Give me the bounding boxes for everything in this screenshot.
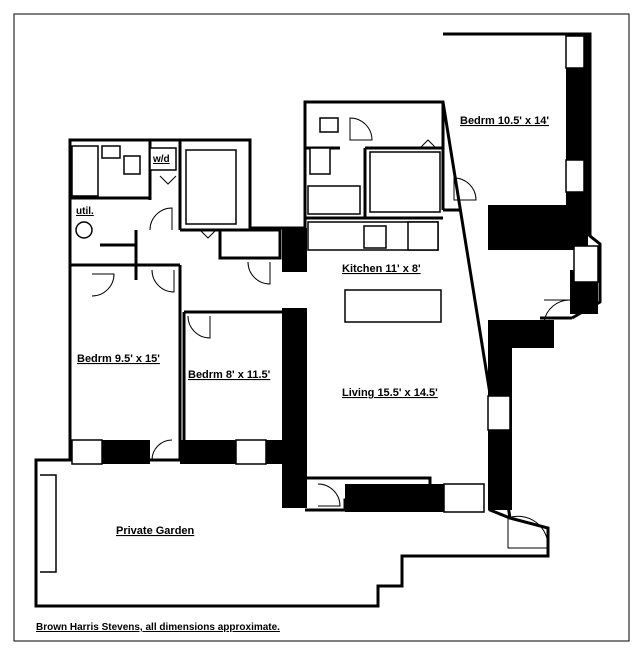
bath2-tub	[307, 185, 361, 215]
wall-block	[415, 484, 445, 512]
plan-credit: Brown Harris Stevens, all dimensions app…	[36, 622, 280, 633]
sink	[101, 145, 121, 159]
toilet	[123, 155, 141, 175]
fixture-label-util: util.	[76, 206, 94, 217]
wall-block	[512, 320, 554, 348]
window	[565, 159, 585, 193]
door	[453, 177, 477, 201]
washer-dryer	[149, 147, 177, 171]
room-label-kitchen: Kitchen 11' x 8'	[342, 263, 421, 275]
door	[317, 483, 341, 507]
door	[151, 439, 173, 461]
window	[443, 483, 485, 513]
window	[573, 245, 599, 283]
garden-edge	[40, 474, 57, 573]
room-label-living: Living 15.5' x 14.5'	[342, 387, 438, 399]
room-label-bedroom-large: Bedrm 10.5' x 14'	[460, 115, 549, 127]
door	[91, 273, 115, 297]
wall-block	[282, 308, 307, 508]
bath2-sink	[309, 147, 331, 175]
stove	[363, 225, 387, 249]
closet	[369, 151, 441, 213]
wall-block	[488, 205, 588, 250]
fixture-label-wd: w/d	[152, 154, 170, 165]
room-label-garden: Private Garden	[116, 525, 195, 537]
door	[247, 261, 271, 285]
fridge	[407, 221, 439, 251]
kitchen-island	[344, 289, 442, 323]
window	[235, 439, 267, 465]
plan-frame	[13, 13, 630, 642]
door	[199, 229, 217, 239]
door	[151, 269, 175, 293]
wall-block	[282, 228, 307, 272]
wall-block	[180, 440, 290, 464]
wall-block	[345, 484, 415, 512]
door	[543, 299, 571, 323]
room-label-bedroom-middle: Bedrm 8' x 11.5'	[188, 369, 271, 381]
bathtub	[71, 145, 99, 197]
door	[419, 139, 437, 149]
bath2-toilet	[319, 117, 339, 133]
wall-block	[100, 440, 150, 464]
kitchen-walls	[305, 102, 460, 220]
water-heater	[75, 221, 93, 239]
door	[349, 117, 373, 141]
closet	[185, 149, 237, 225]
door	[507, 515, 549, 549]
room-label-bedroom-left: Bedrm 9.5' x 15'	[77, 353, 160, 365]
door	[187, 315, 211, 339]
window	[487, 395, 511, 431]
door	[149, 207, 173, 231]
window	[71, 439, 103, 465]
window	[565, 35, 585, 69]
door	[159, 175, 177, 185]
outer-wall	[34, 32, 602, 608]
bedroom-walls	[70, 228, 290, 462]
